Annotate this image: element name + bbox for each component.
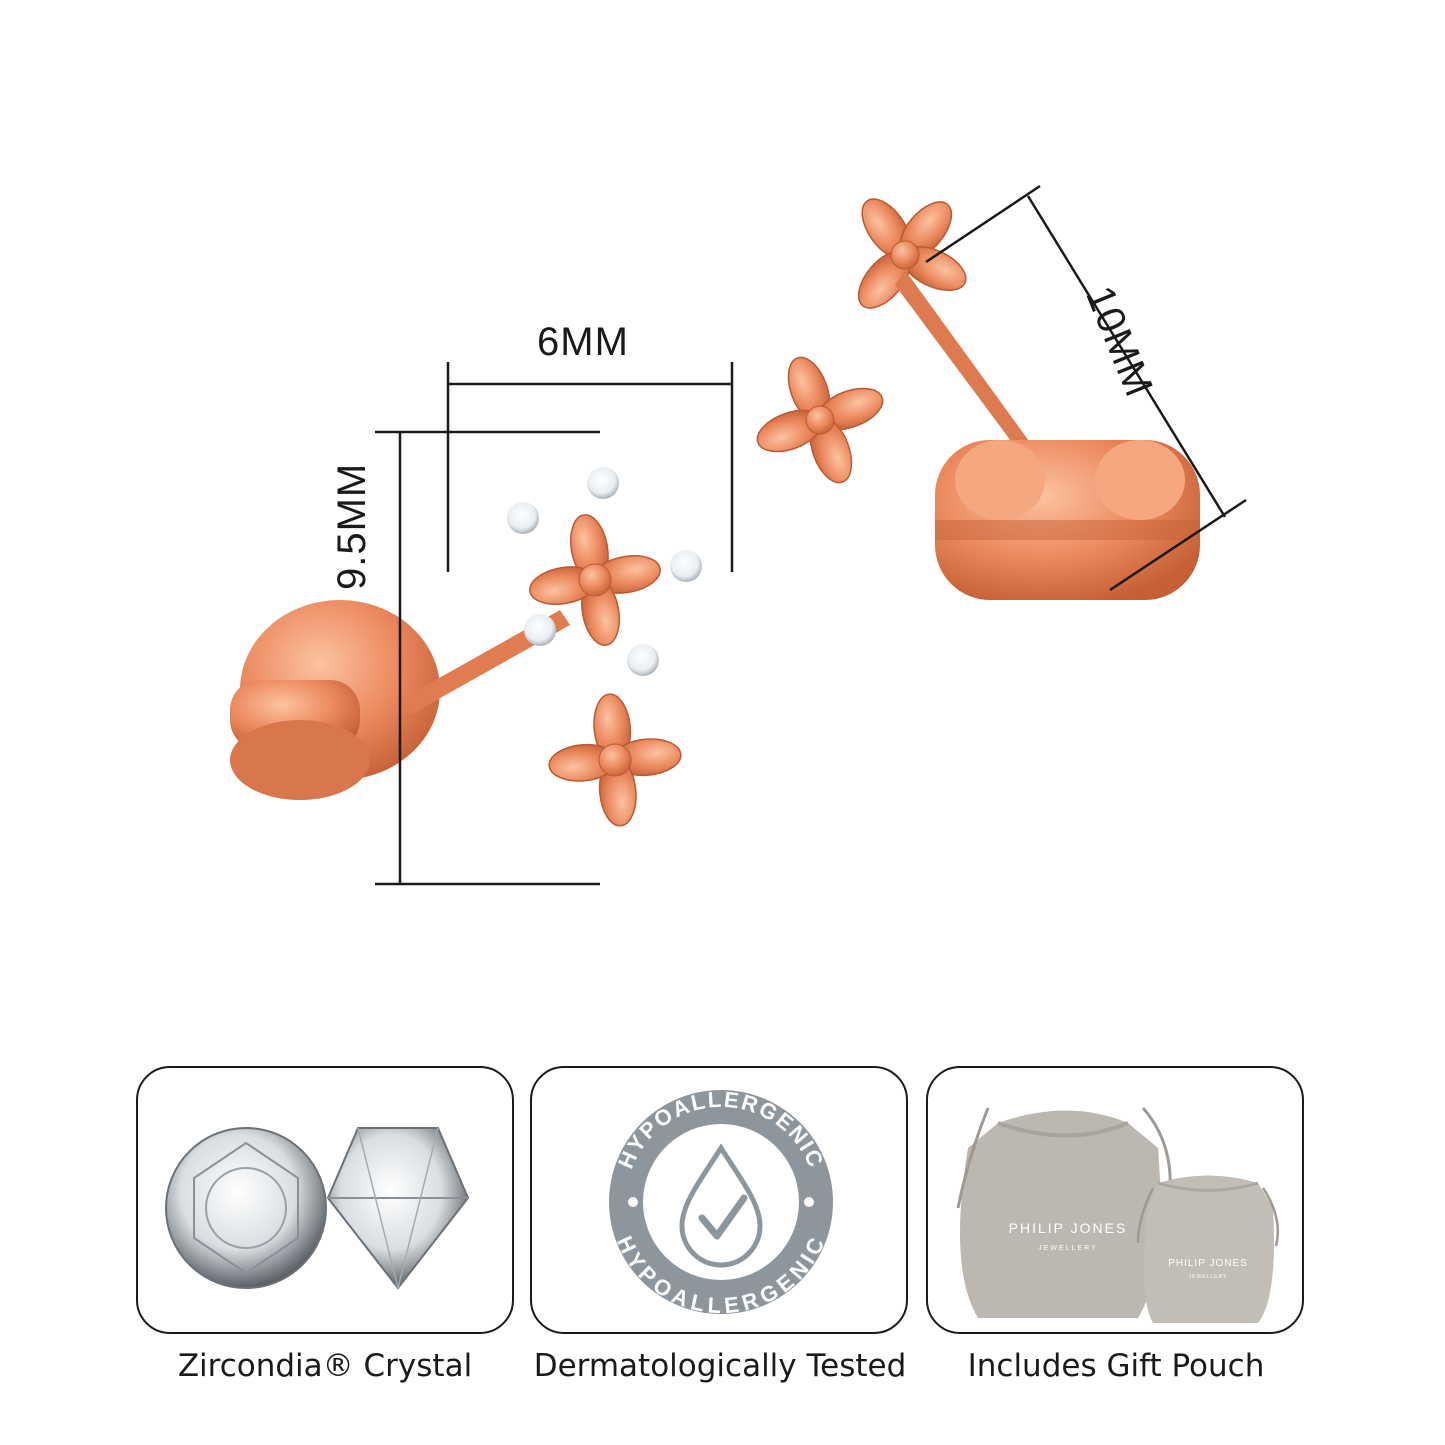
feature-card-crystal: [136, 1066, 514, 1334]
dimension-lines: [375, 184, 1247, 886]
width-dimension-label: 6MM: [537, 320, 629, 364]
feature-card-gift-pouch: PHILIP JONES JEWELLERY PHILIP JONES JEWE…: [926, 1066, 1304, 1334]
pouch-brand-small: PHILIP JONES: [1168, 1258, 1248, 1269]
hypoallergenic-badge-icon: HYPOALLERGENIC HYPOALLERGENIC: [609, 1087, 833, 1318]
feature-card-hypoallergenic: HYPOALLERGENIC HYPOALLERGENIC: [530, 1066, 908, 1334]
pouch-subbrand-small: JEWELLERY: [1189, 1274, 1228, 1280]
left-earring: [230, 467, 702, 829]
feature-caption-dermatological: Dermatologically Tested: [533, 1348, 907, 1384]
right-earring: [751, 189, 1200, 600]
crystal-icon: [165, 1127, 470, 1290]
height-dimension-label: 9.5MM: [330, 462, 374, 590]
feature-caption-gift-pouch: Includes Gift Pouch: [967, 1348, 1265, 1384]
product-image: 6MM 9.5MM 10MM: [230, 184, 1247, 886]
pouch-brand-large: PHILIP JONES: [1009, 1220, 1128, 1236]
pouch-subbrand-large: JEWELLERY: [1038, 1245, 1098, 1252]
earring-illustration: [230, 184, 1247, 886]
gift-pouch-icon: PHILIP JONES JEWELLERY PHILIP JONES JEWE…: [956, 1107, 1280, 1323]
feature-caption-crystal: Zircondia® Crystal: [177, 1348, 473, 1384]
